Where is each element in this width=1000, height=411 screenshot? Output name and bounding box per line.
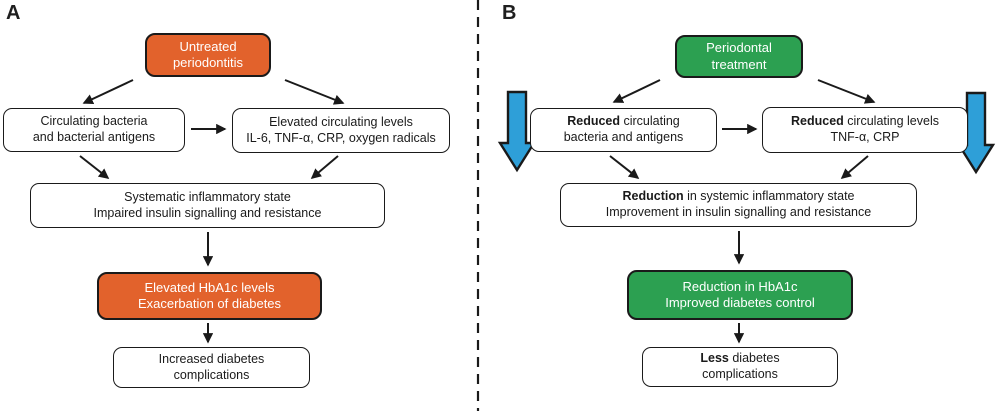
periodontal-treatment-box: Periodontal treatment (675, 35, 803, 78)
arrow-untreated-to-levels-icon (284, 79, 345, 105)
box-text-line: Impaired insulin signalling and resistan… (93, 205, 322, 220)
box-text-line: Less diabetes (700, 351, 779, 367)
box-text-line: Systematic inflammatory state (124, 189, 291, 204)
arrow-reduced-levels-to-inflammatory-icon (840, 155, 869, 180)
blue-down-arrow-left-icon (497, 90, 537, 173)
reduced-bacteria-box: Reduced circulating bacteria and antigen… (530, 108, 717, 152)
reduced-circulating-levels-box: Reduced circulating levels TNF-α, CRP (762, 107, 968, 153)
arrow-reduced-bacteria-to-inflammatory-icon (609, 155, 640, 179)
rest-of-line: in systemic inflammatory state (683, 189, 855, 204)
box-text-line: Exacerbation of diabetes (137, 296, 282, 311)
arrow-treatment-to-bacteria-icon (612, 79, 661, 103)
box-text-line: Circulating bacteria (40, 114, 148, 129)
box-text-line: complications (173, 367, 250, 382)
box-text-line: Reduction in HbA1c (682, 278, 798, 294)
box-text-line: and bacterial antigens (32, 130, 156, 144)
box-text-line: Improvement in insulin signalling and re… (605, 205, 872, 219)
box-text-line: Elevated circulating levels (269, 114, 413, 129)
arrow-bacteria-to-inflammatory-icon (79, 155, 110, 179)
box-text-line: Untreated (179, 38, 237, 54)
box-text-line: Reduced circulating levels (791, 114, 939, 130)
box-text-line: Reduction in systemic inflammatory state (623, 189, 855, 205)
less-complications-box: Less diabetes complications (642, 347, 838, 387)
box-text-line: Increased diabetes (158, 351, 265, 366)
box-text-line: Reduced circulating (567, 114, 680, 130)
box-text-line: periodontitis (172, 55, 244, 70)
rest-of-line: diabetes (728, 351, 780, 366)
circulating-bacteria-box: Circulating bacteria and bacterial antig… (3, 108, 185, 152)
box-text-line: treatment (711, 56, 767, 72)
arrow-treatment-to-levels-icon (817, 79, 876, 104)
reduction-hba1c-box: Reduction in HbA1c Improved diabetes con… (627, 270, 853, 320)
bold-word: Reduced (791, 114, 844, 129)
box-text-line: bacteria and antigens (563, 130, 684, 144)
bold-word: Less (700, 351, 729, 366)
box-text-line: complications (702, 367, 778, 381)
rest-of-line: circulating (620, 114, 680, 129)
rest-of-line: circulating levels (843, 114, 939, 129)
box-text-line: Periodontal (706, 40, 772, 56)
elevated-circulating-levels-box: Elevated circulating levels IL-6, TNF-α,… (232, 108, 450, 153)
arrow-levels-to-inflammatory-icon (310, 155, 339, 180)
box-text-line: Improved diabetes control (665, 295, 815, 310)
bold-word: Reduced (567, 114, 621, 129)
untreated-periodontitis-box: Untreated periodontitis (145, 33, 271, 77)
elevated-hba1c-box: Elevated HbA1c levels Exacerbation of di… (97, 272, 322, 320)
increased-complications-box: Increased diabetes complications (113, 347, 310, 388)
reduction-inflammatory-state-box: Reduction in systemic inflammatory state… (560, 183, 917, 227)
arrow-untreated-to-bacteria-icon (82, 79, 134, 104)
bold-word: Reduction (622, 189, 684, 204)
panel-a-label: A (6, 2, 21, 24)
systemic-inflammatory-state-box-a: Systematic inflammatory state Impaired i… (30, 183, 385, 228)
box-text-line: IL-6, TNF-α, CRP, oxygen radicals (246, 130, 436, 145)
panel-b-label: B (502, 2, 517, 24)
box-text-line: TNF-α, CRP (830, 130, 900, 144)
box-text-line: Elevated HbA1c levels (144, 279, 275, 295)
